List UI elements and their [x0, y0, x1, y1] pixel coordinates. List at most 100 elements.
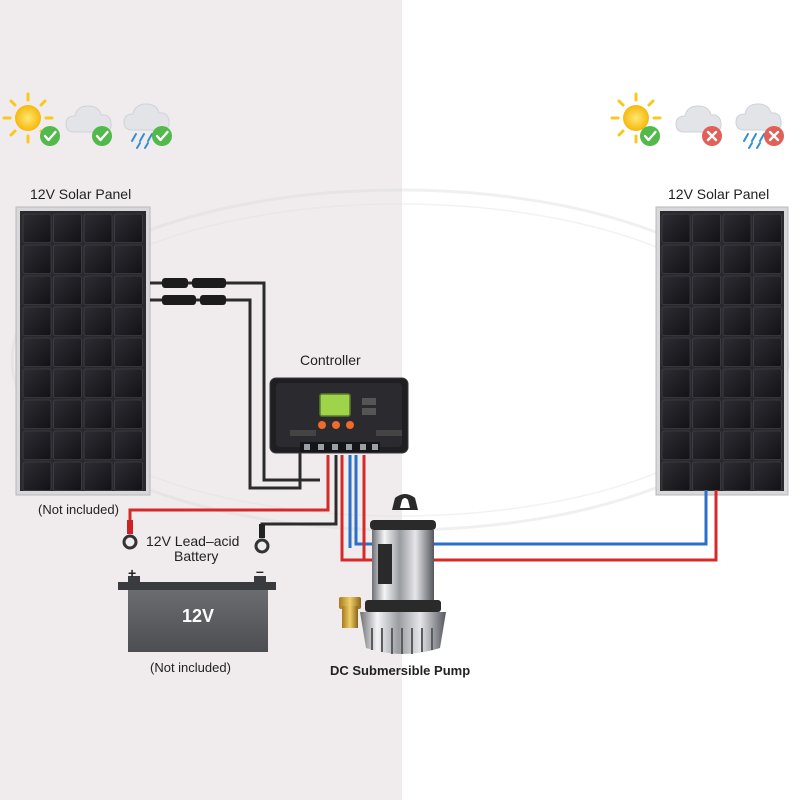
solar-cell	[661, 399, 691, 429]
solar-cell	[753, 213, 782, 243]
solar-cell	[722, 275, 752, 305]
solar-cell	[692, 337, 721, 367]
solar-cell	[22, 461, 52, 491]
left-panel-label: 12V Solar Panel	[30, 186, 132, 202]
solar-cell	[753, 368, 782, 398]
solar-cell	[753, 461, 782, 491]
solar-cell	[722, 368, 752, 398]
solar-cell	[83, 399, 113, 429]
solar-cell	[114, 430, 143, 460]
solar-cell	[114, 461, 143, 491]
solar-cell	[83, 275, 113, 305]
cross-icon	[700, 124, 724, 148]
solar-cell	[22, 213, 52, 243]
solar-cell	[661, 337, 691, 367]
solar-cell	[722, 461, 752, 491]
check-icon	[38, 124, 62, 148]
solar-cell	[53, 430, 82, 460]
solar-cell	[114, 244, 143, 274]
solar-cell	[661, 368, 691, 398]
pump-label: DC Submersible Pump	[330, 663, 471, 678]
solar-cell	[22, 368, 52, 398]
ring-terminal-icon	[254, 524, 270, 554]
battery-plus-sign: +	[128, 565, 137, 581]
mc4-connector	[162, 295, 196, 305]
solar-cell	[722, 213, 752, 243]
solar-cell	[753, 399, 782, 429]
battery-minus-sign: –	[256, 563, 264, 579]
left-weather-icons	[2, 92, 174, 149]
right-panel-label: 12V Solar Panel	[668, 186, 770, 202]
battery-note: (Not included)	[150, 660, 231, 675]
solar-cell	[722, 337, 752, 367]
solar-cell	[114, 337, 143, 367]
battery	[118, 520, 276, 652]
solar-cell	[753, 306, 782, 336]
controller-label: Controller	[300, 352, 361, 368]
solar-cell	[53, 368, 82, 398]
solar-cell	[53, 399, 82, 429]
check-icon	[638, 124, 662, 148]
solar-cell	[22, 306, 52, 336]
solar-cell	[83, 337, 113, 367]
solar-cell	[22, 430, 52, 460]
solar-cell	[692, 461, 721, 491]
solar-cell	[83, 430, 113, 460]
solar-cell	[661, 461, 691, 491]
solar-cell	[114, 213, 143, 243]
solar-cell	[22, 337, 52, 367]
solar-cell	[53, 337, 82, 367]
solar-cell	[114, 306, 143, 336]
solar-cell	[661, 430, 691, 460]
solar-cell	[722, 306, 752, 336]
mc4-connector	[200, 295, 226, 305]
solar-cell	[661, 306, 691, 336]
solar-cell	[22, 399, 52, 429]
controller-button	[332, 421, 340, 429]
pump-cables	[348, 455, 718, 562]
solar-cell	[692, 213, 721, 243]
battery-label-line2: Battery	[174, 548, 219, 564]
controller-button	[346, 421, 354, 429]
solar-cell	[692, 368, 721, 398]
solar-cell	[83, 461, 113, 491]
solar-cell	[661, 275, 691, 305]
solar-cell	[53, 275, 82, 305]
solar-cell	[753, 337, 782, 367]
mc4-connector	[192, 278, 226, 288]
right-weather-icons	[610, 92, 786, 149]
solar-cell	[83, 244, 113, 274]
solar-cell	[53, 306, 82, 336]
solar-cell	[22, 275, 52, 305]
solar-cell	[753, 430, 782, 460]
solar-cell	[692, 275, 721, 305]
solar-cell	[753, 275, 782, 305]
solar-cell	[83, 213, 113, 243]
check-icon	[150, 124, 174, 148]
solar-cell	[53, 461, 82, 491]
submersible-pump	[339, 494, 446, 654]
solar-cell	[661, 213, 691, 243]
solar-cell	[692, 430, 721, 460]
solar-cell	[83, 368, 113, 398]
battery-voltage: 12V	[182, 606, 215, 626]
left-panel-note: (Not included)	[38, 502, 119, 517]
solar-cell	[692, 244, 721, 274]
solar-cell	[83, 306, 113, 336]
panel-cables	[150, 278, 320, 490]
solar-cell	[722, 244, 752, 274]
solar-cell	[722, 399, 752, 429]
solar-cell	[692, 306, 721, 336]
solar-cell	[53, 244, 82, 274]
solar-cell	[114, 275, 143, 305]
solar-cell	[114, 399, 143, 429]
solar-cell	[692, 399, 721, 429]
right-solar-panel	[655, 206, 789, 496]
check-icon	[90, 124, 114, 148]
solar-cell	[722, 430, 752, 460]
ring-terminal-icon	[122, 520, 138, 550]
battery-label-line1: 12V Lead–acid	[146, 533, 240, 549]
solar-cell	[753, 244, 782, 274]
